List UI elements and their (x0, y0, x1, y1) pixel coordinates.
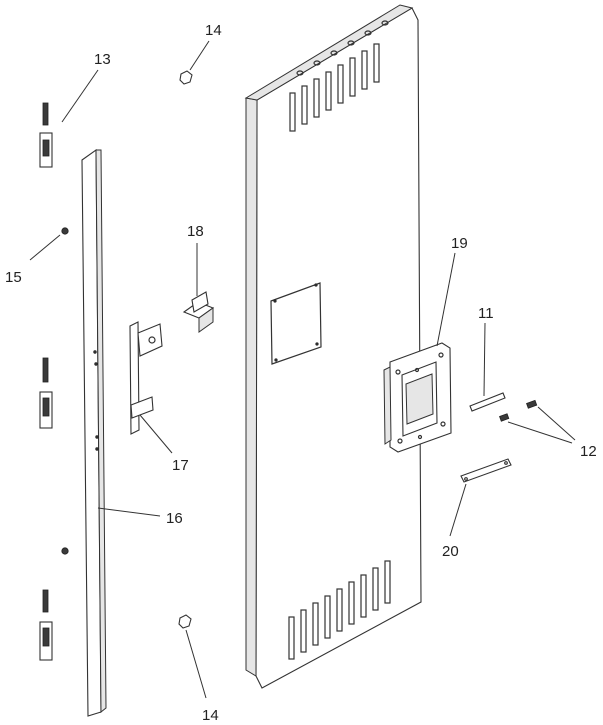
callout-14-bottom: 14 (202, 707, 219, 724)
door-top-vents (289, 43, 380, 132)
leader-14b (185, 629, 207, 699)
leader-14a (189, 40, 210, 71)
door-top-holes (296, 20, 389, 76)
callout-12: 12 (580, 443, 597, 460)
leader-12a (507, 421, 573, 444)
leader-12b (537, 406, 576, 441)
door-center-cutout (270, 282, 322, 365)
leader-20 (449, 483, 467, 537)
plate-20 (460, 458, 512, 483)
strip-16 (81, 148, 107, 717)
callout-20: 20 (442, 543, 459, 560)
callout-13: 13 (94, 51, 111, 68)
callout-19: 19 (451, 235, 468, 252)
door-bottom-vents (288, 560, 391, 660)
hinge-middle (39, 357, 53, 429)
plate-11 (469, 392, 506, 412)
screw-15-top (61, 227, 69, 235)
callout-15: 15 (5, 269, 22, 286)
screws-12 (499, 399, 538, 422)
leader-15 (29, 234, 61, 261)
callout-11: 11 (478, 305, 494, 322)
screw-15-bottom (61, 547, 69, 555)
callout-18: 18 (187, 223, 204, 240)
nut-14-top (179, 70, 193, 85)
nut-14-bottom (178, 614, 192, 629)
callout-14-top: 14 (205, 22, 222, 39)
leader-19 (436, 252, 456, 347)
callout-16: 16 (166, 510, 183, 527)
hinge-top (39, 102, 53, 168)
hinge-bottom (39, 589, 53, 661)
bracket-17 (129, 321, 163, 435)
leader-13 (61, 69, 99, 123)
leader-17 (139, 414, 173, 454)
callout-17: 17 (172, 457, 189, 474)
clip-18 (182, 291, 215, 333)
door-panel (244, 4, 422, 689)
leader-16 (97, 507, 161, 517)
leader-11 (483, 322, 486, 397)
handle-box (383, 342, 452, 453)
